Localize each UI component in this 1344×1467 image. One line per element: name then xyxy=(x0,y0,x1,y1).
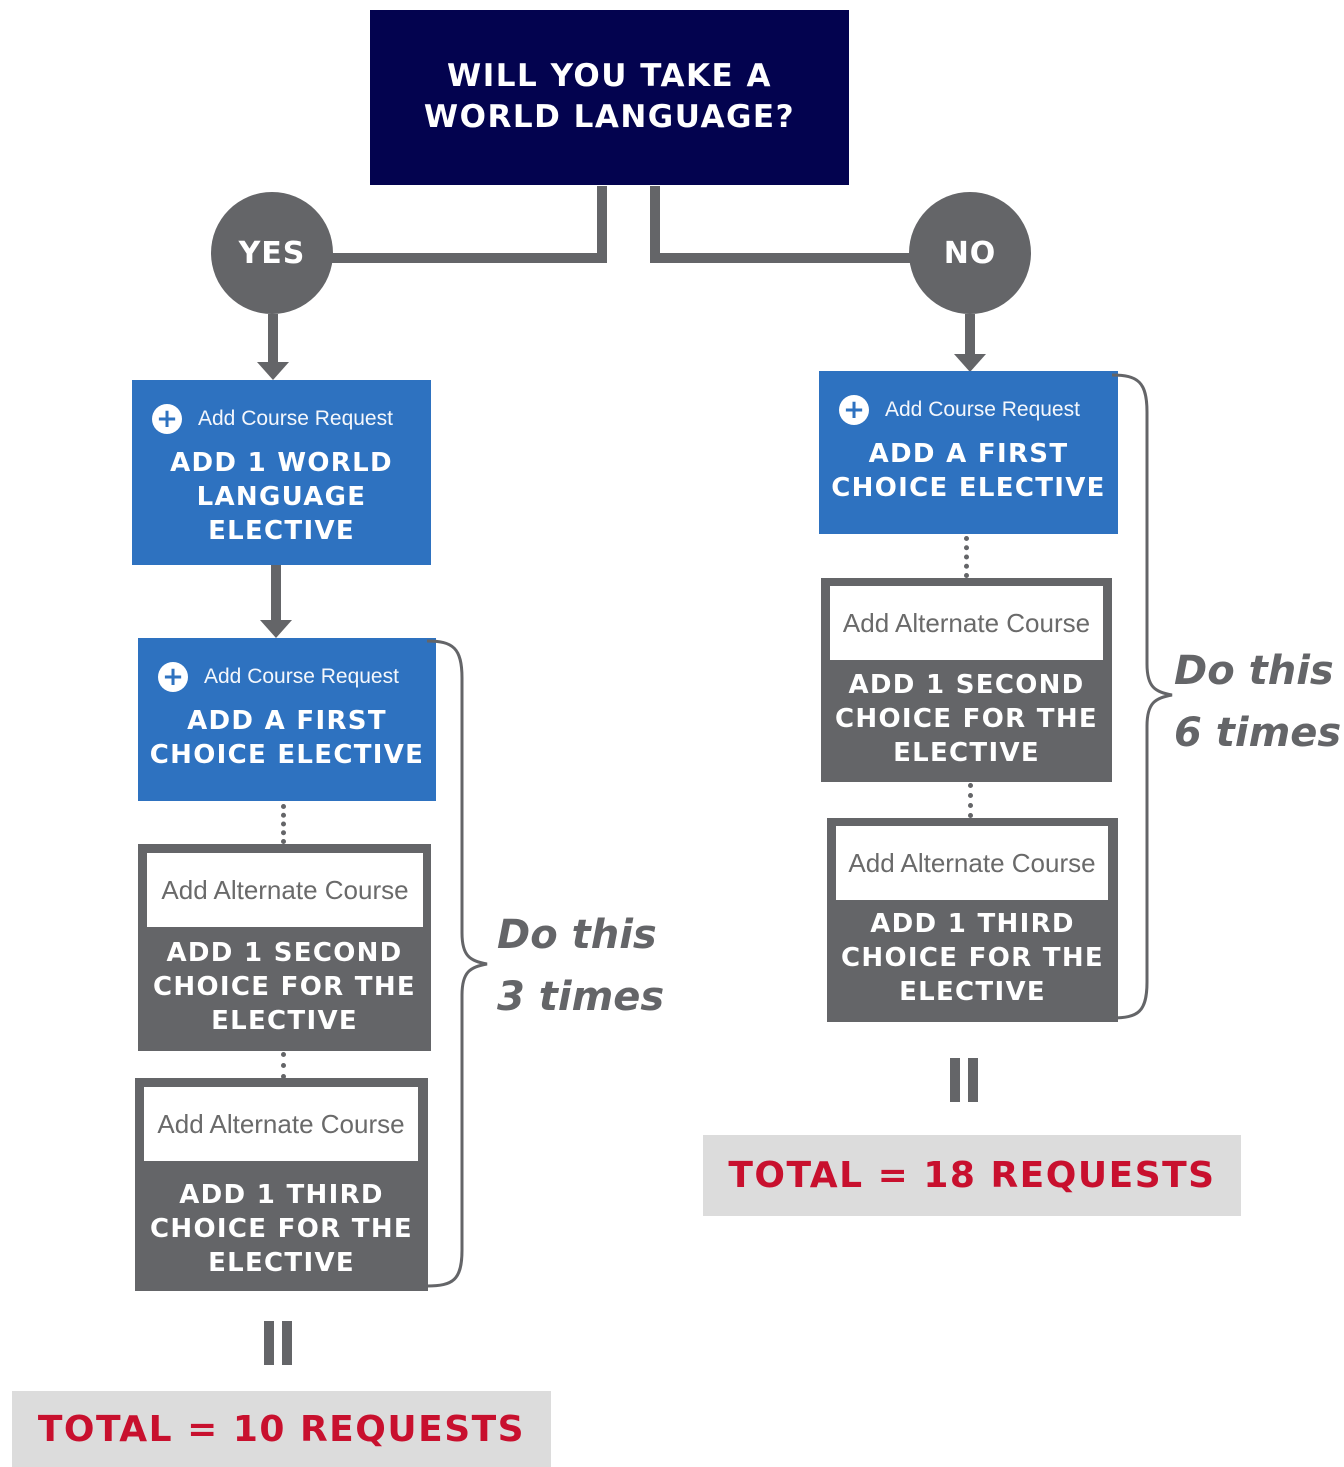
no-third-choice-card[interactable]: Add Alternate Course ADD 1 THIRD CHOICE … xyxy=(827,818,1118,1022)
card-line-1: ADD A FIRST xyxy=(868,439,1069,469)
yes-arrow-shaft-2 xyxy=(271,565,281,623)
dotted-connector xyxy=(281,1052,286,1079)
plus-circle-icon: + xyxy=(158,662,188,692)
add-alternate-course-field[interactable]: Add Alternate Course xyxy=(830,586,1103,660)
no-circle: NO xyxy=(909,192,1031,314)
repeat-line-2: 3 times xyxy=(497,974,665,1020)
yes-label: YES xyxy=(238,235,306,271)
card-line-3: ELECTIVE xyxy=(899,977,1046,1007)
card-line-3: ELECTIVE xyxy=(893,738,1040,768)
card-body: ADD A FIRST CHOICE ELECTIVE xyxy=(819,437,1118,505)
card-line-3: ELECTIVE xyxy=(208,1248,355,1278)
question-line-1: WILL YOU TAKE A xyxy=(447,58,772,94)
connector-no-horizontal xyxy=(650,253,915,263)
card-line-2: CHOICE FOR THE xyxy=(841,943,1104,973)
card-line-2: CHOICE FOR THE xyxy=(835,704,1098,734)
card-body: ADD 1 THIRD CHOICE FOR THE ELECTIVE xyxy=(135,1178,428,1280)
card-line-1: ADD 1 WORLD xyxy=(170,448,393,478)
card-line-3: ELECTIVE xyxy=(211,1006,358,1036)
yes-arrow-shaft xyxy=(268,314,278,364)
dotted-connector xyxy=(964,536,969,578)
connector-no-vertical xyxy=(650,186,660,263)
card-line-1: ADD 1 THIRD xyxy=(179,1180,384,1210)
yes-first-choice-card[interactable]: + Add Course Request ADD A FIRST CHOICE … xyxy=(138,638,436,801)
inset-label: Add Alternate Course xyxy=(848,847,1096,878)
no-first-choice-card[interactable]: + Add Course Request ADD A FIRST CHOICE … xyxy=(819,371,1118,534)
dotted-connector xyxy=(281,804,286,844)
card-body: ADD A FIRST CHOICE ELECTIVE xyxy=(138,704,436,772)
equals-icon xyxy=(950,1058,980,1102)
arrow-down-icon xyxy=(257,362,289,380)
no-total: TOTAL = 18 REQUESTS xyxy=(703,1135,1241,1216)
card-line-2: CHOICE FOR THE xyxy=(153,972,416,1002)
connector-yes-horizontal xyxy=(330,253,607,263)
curly-brace-icon xyxy=(1111,373,1173,1020)
card-line-2: LANGUAGE xyxy=(196,482,367,512)
no-label: NO xyxy=(943,235,997,271)
curly-brace-icon xyxy=(426,639,488,1288)
yes-total: TOTAL = 10 REQUESTS xyxy=(12,1391,551,1467)
arrow-down-icon xyxy=(954,354,986,372)
card-body: ADD 1 SECOND CHOICE FOR THE ELECTIVE xyxy=(821,668,1112,770)
card-line-1: ADD A FIRST xyxy=(187,706,387,736)
total-label: TOTAL = 18 REQUESTS xyxy=(728,1155,1216,1196)
card-line-3: ELECTIVE xyxy=(208,516,355,546)
add-alternate-course-field[interactable]: Add Alternate Course xyxy=(147,853,423,927)
no-arrow-shaft xyxy=(965,314,975,356)
inset-label: Add Alternate Course xyxy=(157,1108,405,1139)
plus-circle-icon: + xyxy=(152,404,182,434)
add-course-request-header[interactable]: + Add Course Request xyxy=(839,395,1080,425)
add-alternate-course-field[interactable]: Add Alternate Course xyxy=(836,826,1108,900)
inset-label: Add Alternate Course xyxy=(842,607,1091,638)
repeat-line-1: Do this xyxy=(1174,648,1334,694)
card-line-1: ADD 1 SECOND xyxy=(848,670,1085,700)
add-alternate-course-field[interactable]: Add Alternate Course xyxy=(144,1087,418,1161)
question-line-2: WORLD LANGUAGE? xyxy=(423,99,796,135)
card-line-1: ADD 1 SECOND xyxy=(166,938,403,968)
card-line-2: CHOICE ELECTIVE xyxy=(149,740,425,770)
card-line-1: ADD 1 THIRD xyxy=(870,909,1075,939)
add-course-request-header[interactable]: + Add Course Request xyxy=(158,662,399,692)
yes-circle: YES xyxy=(211,192,333,314)
total-label: TOTAL = 10 REQUESTS xyxy=(37,1408,526,1450)
yes-language-card[interactable]: + Add Course Request ADD 1 WORLD LANGUAG… xyxy=(132,380,431,565)
inset-label: Add Alternate Course xyxy=(161,874,409,905)
card-line-2: CHOICE FOR THE xyxy=(150,1214,413,1244)
header-label: Add Course Request xyxy=(204,665,399,688)
yes-third-choice-card[interactable]: Add Alternate Course ADD 1 THIRD CHOICE … xyxy=(135,1078,428,1291)
card-body: ADD 1 THIRD CHOICE FOR THE ELECTIVE xyxy=(827,907,1118,1009)
dotted-connector xyxy=(968,783,973,818)
equals-icon xyxy=(264,1321,294,1365)
card-body: ADD 1 SECOND CHOICE FOR THE ELECTIVE xyxy=(138,936,431,1038)
yes-repeat-note: Do this 3 times xyxy=(497,904,667,1028)
no-repeat-note: Do this 6 times xyxy=(1174,640,1344,764)
repeat-line-2: 6 times xyxy=(1174,710,1342,756)
card-line-2: CHOICE ELECTIVE xyxy=(831,473,1106,503)
no-second-choice-card[interactable]: Add Alternate Course ADD 1 SECOND CHOICE… xyxy=(821,578,1112,782)
header-label: Add Course Request xyxy=(198,407,393,430)
question-box: WILL YOU TAKE A WORLD LANGUAGE? xyxy=(370,10,849,185)
connector-yes-vertical xyxy=(597,186,607,263)
card-body: ADD 1 WORLD LANGUAGE ELECTIVE xyxy=(132,446,431,548)
header-label: Add Course Request xyxy=(885,398,1080,421)
yes-second-choice-card[interactable]: Add Alternate Course ADD 1 SECOND CHOICE… xyxy=(138,844,431,1051)
repeat-line-1: Do this xyxy=(497,912,657,958)
arrow-down-icon xyxy=(260,620,292,638)
add-course-request-header[interactable]: + Add Course Request xyxy=(152,404,393,434)
plus-circle-icon: + xyxy=(839,395,869,425)
